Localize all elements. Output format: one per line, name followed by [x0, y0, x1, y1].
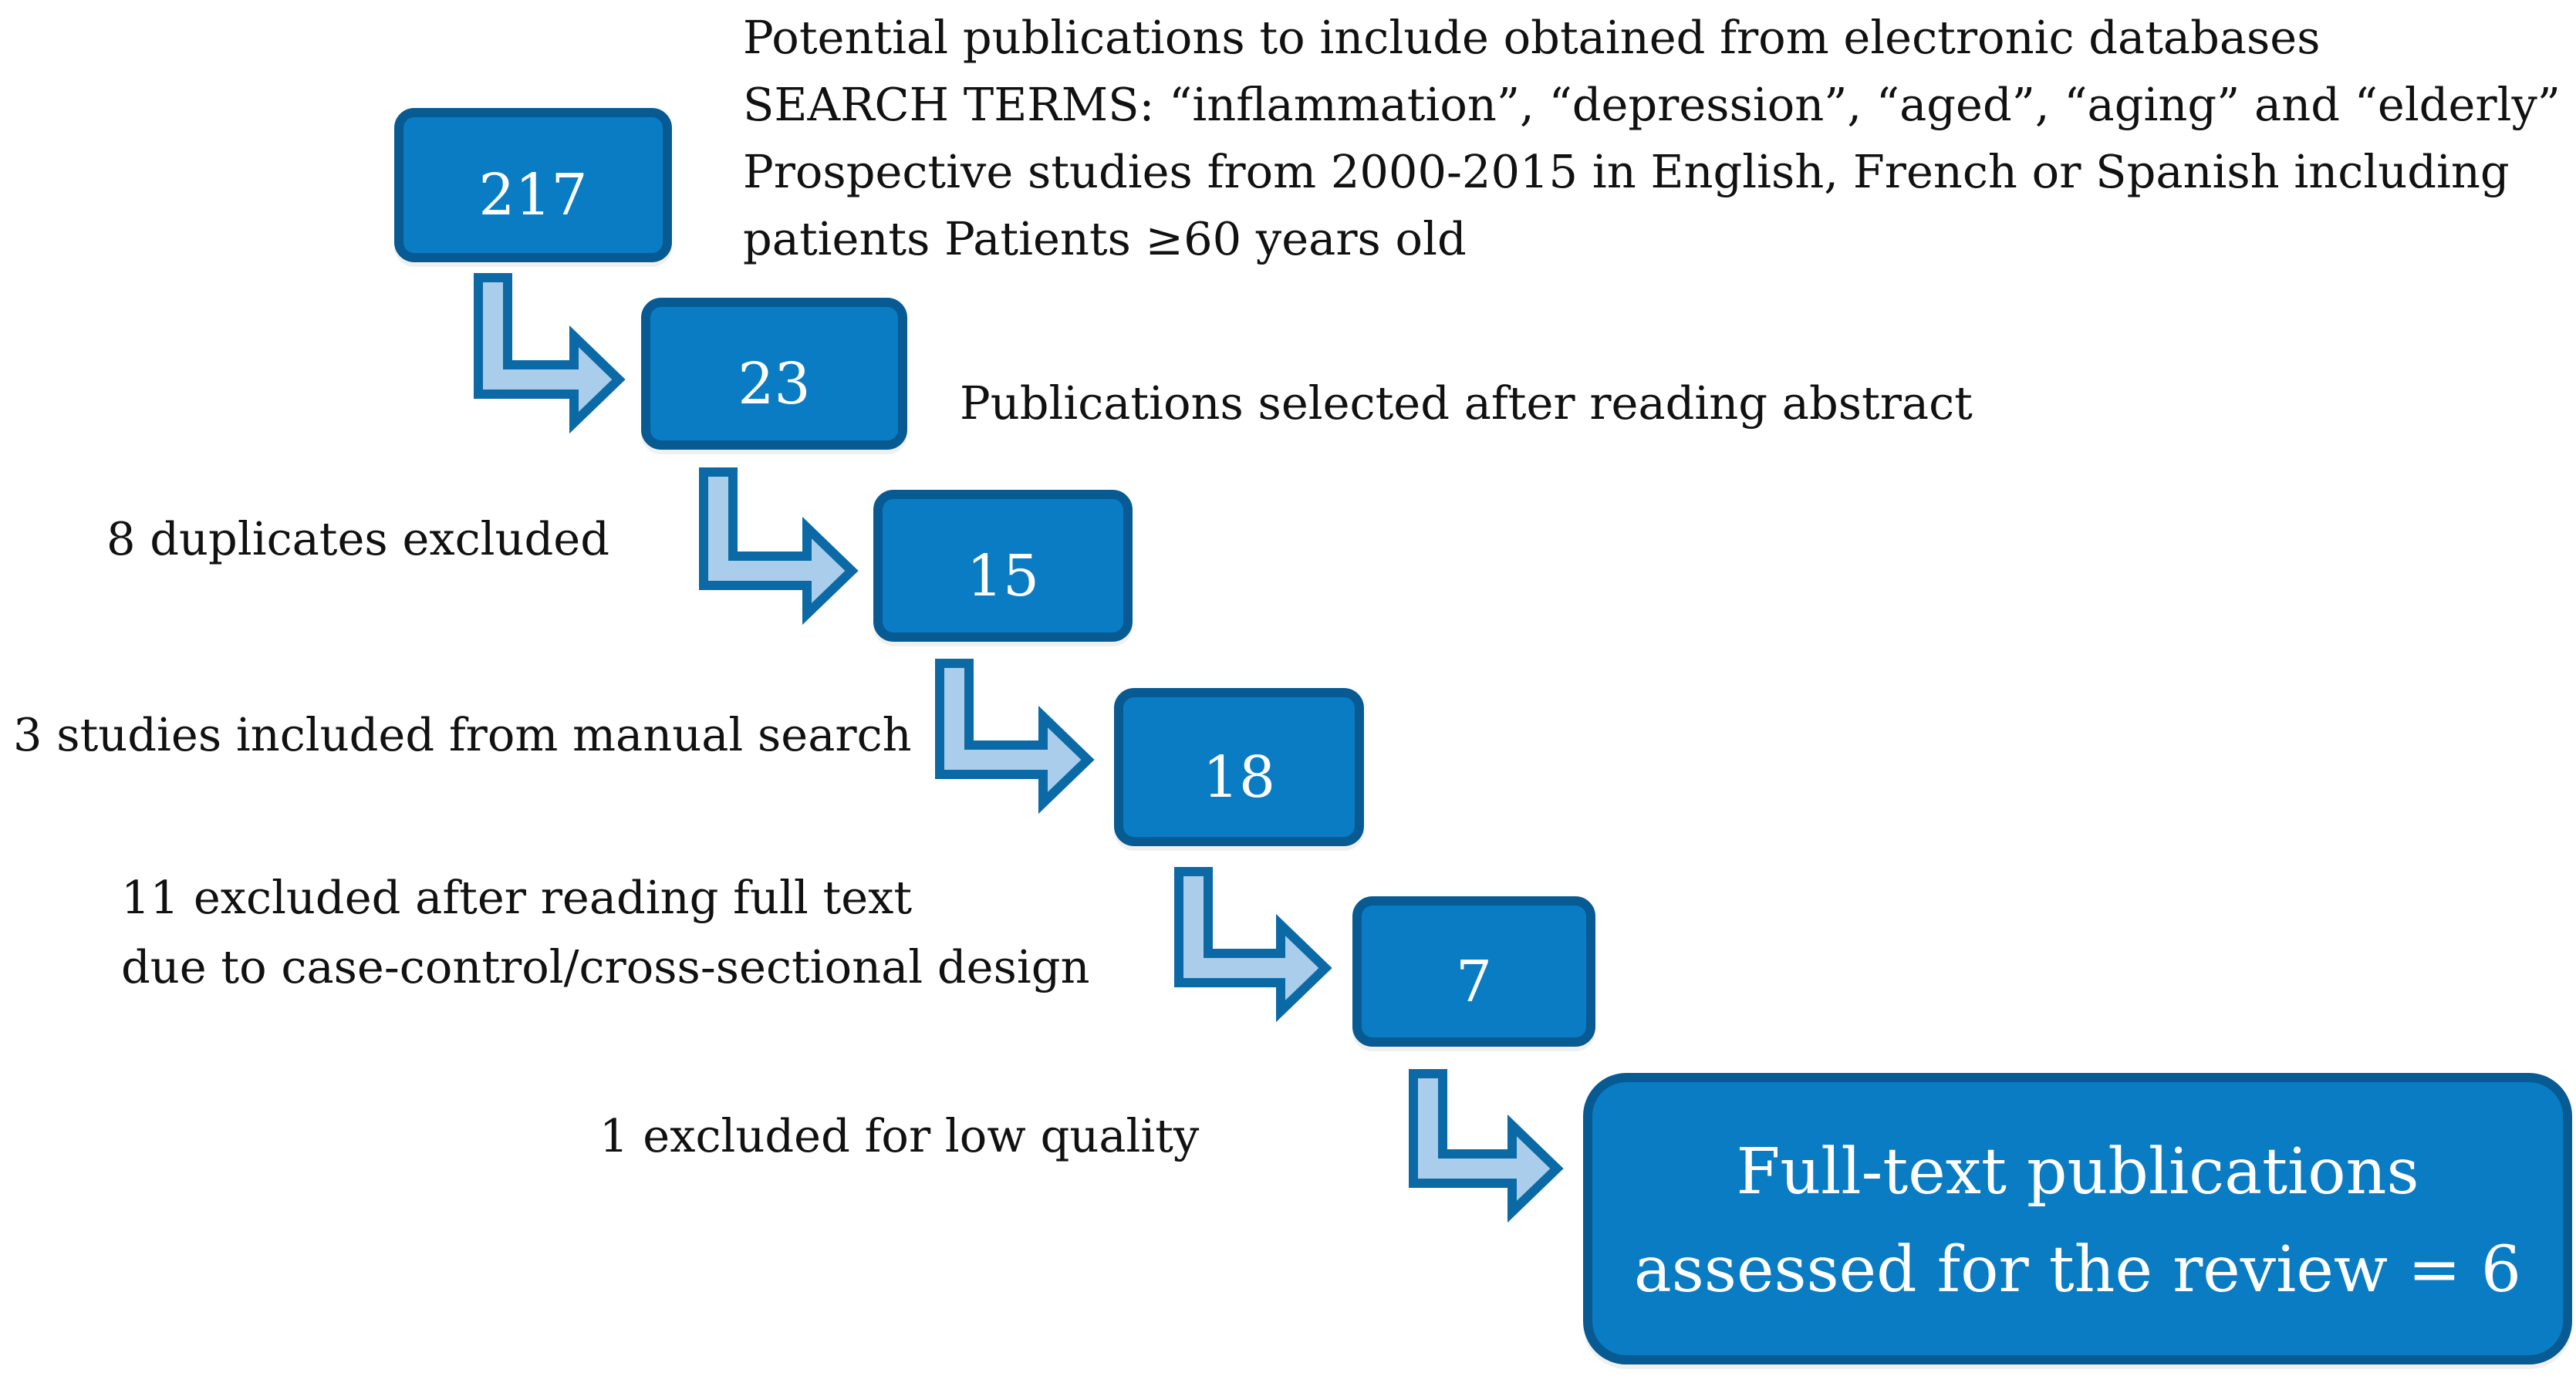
count-fulltext: 7 [1455, 948, 1493, 1015]
final-line-2: assessed for the review = 6 [1633, 1233, 2522, 1307]
duplicates-text: 8 duplicates excluded [106, 512, 609, 565]
count-box-abstract: 23 [641, 298, 907, 450]
quality-annotation: 1 excluded for low quality [599, 1103, 1199, 1169]
fulltext-line-1: 11 excluded after reading full text [121, 871, 913, 924]
quality-text: 1 excluded for low quality [599, 1109, 1200, 1162]
elbow-arrow-icon [474, 273, 626, 434]
fulltext-line-2: due to case-control/cross-sectional desi… [121, 940, 1090, 993]
final-box-text: Full-text publications assessed for the … [1603, 1118, 2552, 1319]
count-box-deduplicated: 15 [873, 490, 1133, 642]
count-box-initial: 217 [394, 108, 672, 262]
count-manual: 18 [1202, 744, 1276, 811]
duplicates-annotation: 8 duplicates excluded [106, 506, 609, 572]
final-box: Full-text publications assessed for the … [1583, 1073, 2572, 1364]
databases-line-2: SEARCH TERMS: “inflammation”, “depressio… [743, 78, 2561, 131]
fulltext-annotation: 11 excluded after reading full text due … [121, 863, 1090, 1002]
final-line-1: Full-text publications [1736, 1135, 2419, 1209]
count-deduplicated: 15 [966, 542, 1040, 609]
count-abstract: 23 [738, 350, 811, 417]
manual-annotation: 3 studies included from manual search [13, 702, 912, 768]
abstract-annotation: Publications selected after reading abst… [960, 370, 1973, 437]
elbow-arrow-icon [935, 659, 1095, 815]
elbow-arrow-icon [1409, 1069, 1564, 1223]
abstract-text: Publications selected after reading abst… [960, 376, 1973, 430]
databases-line-3: Prospective studies from 2000-2015 in En… [743, 145, 2510, 198]
databases-line-1: Potential publications to include obtain… [743, 11, 2321, 64]
elbow-arrow-icon [699, 467, 859, 626]
count-box-manual: 18 [1114, 688, 1364, 846]
elbow-arrow-icon [1174, 867, 1332, 1023]
count-box-fulltext: 7 [1352, 896, 1595, 1047]
manual-text: 3 studies included from manual search [13, 708, 912, 761]
count-initial: 217 [478, 162, 588, 228]
databases-annotation: Potential publications to include obtain… [743, 4, 2561, 272]
databases-line-4: patients Patients ≥60 years old [743, 212, 1467, 265]
